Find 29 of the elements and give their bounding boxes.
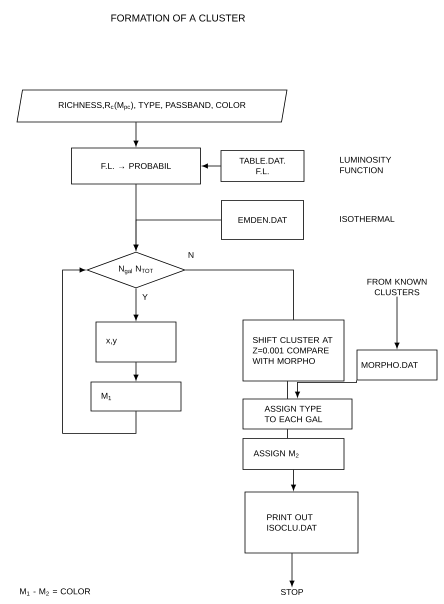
input-parallelogram: RICHNESS,R$_{c}$(M$_{pc}$), TYPE, PASSBAND, COLOR (16, 90, 288, 122)
arrow (394, 296, 400, 348)
process-box: M$_{1}$ (90, 382, 182, 412)
process-box: TABLE.DAT. F.L. (220, 150, 304, 182)
arrow (291, 470, 296, 490)
arrow (290, 553, 294, 586)
process-box: F.L. → PROBABIL (71, 148, 201, 184)
process-box: PRINT OUT ISOCLU.DAT (244, 492, 358, 554)
title: FORMATION OF A CLUSTER (111, 14, 245, 22)
process-box: ASSIGN M$_{2}$ (242, 438, 344, 470)
arrow (134, 288, 138, 320)
edge-label: N (186, 251, 196, 259)
arrow (202, 164, 221, 168)
process-box: ASSIGN TYPE TO EACH GAL (242, 398, 352, 430)
arrow (62, 268, 136, 434)
process-box: SHIFT CLUSTER AT Z=0.001 COMPARE WITH MORPHO (242, 320, 344, 382)
process-box: EMDEN.DAT (221, 200, 304, 240)
arrow (134, 122, 138, 146)
arrow (134, 362, 138, 380)
arrow (295, 380, 357, 398)
process-box: x,y (96, 322, 176, 362)
edge-label: Y (141, 293, 149, 301)
process-box: MORPHO.DAT (356, 350, 438, 380)
note-label: ISOTHERMAL (340, 216, 394, 222)
flow-text: FROM KNOWN CLUSTERS (367, 278, 427, 296)
flow-text: STOP (280, 589, 304, 595)
note-label: LUMINOSITY FUNCTION (340, 156, 392, 174)
note-label: M$_{1}$ - M$_{2}$ = COLOR (20, 588, 90, 596)
arrow (134, 220, 222, 250)
